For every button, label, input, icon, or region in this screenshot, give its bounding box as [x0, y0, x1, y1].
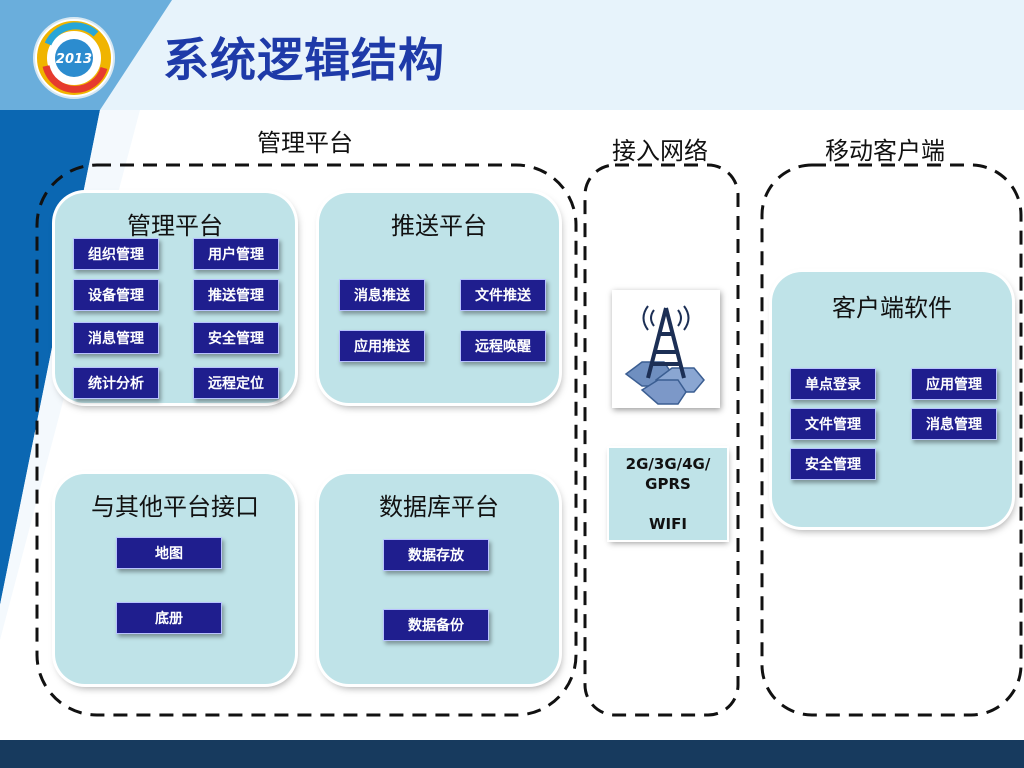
module-org-management: 组织管理	[73, 238, 159, 270]
module-statistics: 统计分析	[73, 367, 159, 399]
module-client-security-management: 安全管理	[790, 448, 876, 480]
module-map: 地图	[116, 537, 222, 569]
module-remote-location: 远程定位	[193, 367, 279, 399]
panel-database: 数据库平台 数据存放 数据备份	[319, 474, 559, 684]
panel-client-software: 客户端软件 单点登录 应用管理 文件管理 消息管理 安全管理	[772, 272, 1012, 527]
module-user-management: 用户管理	[193, 238, 279, 270]
module-message-push: 消息推送	[339, 279, 425, 311]
panel-title-push: 推送平台	[391, 212, 487, 240]
footer-bar	[0, 740, 1024, 768]
panel-management: 管理平台 组织管理 用户管理 设备管理 推送管理 消息管理 安全管理 统计分析 …	[55, 193, 295, 403]
module-single-sign-on: 单点登录	[790, 368, 876, 400]
module-client-message-management: 消息管理	[911, 408, 997, 440]
module-message-management: 消息管理	[73, 322, 159, 354]
module-remote-wake: 远程唤醒	[460, 330, 546, 362]
panel-title-client: 客户端软件	[832, 294, 952, 322]
header-band	[0, 0, 1024, 110]
network-line-mobile: 2G/3G/4G/	[625, 455, 711, 473]
logo-2013-icon: 2013	[33, 17, 115, 99]
module-device-management: 设备管理	[73, 279, 159, 311]
panel-title-interface: 与其他平台接口	[91, 493, 259, 521]
network-line-wifi: WIFI	[649, 515, 687, 533]
module-push-management: 推送管理	[193, 279, 279, 311]
module-file-management: 文件管理	[790, 408, 876, 440]
panel-push: 推送平台 消息推送 文件推送 应用推送 远程唤醒	[319, 193, 559, 403]
module-data-storage: 数据存放	[383, 539, 489, 571]
panel-title-management: 管理平台	[127, 212, 223, 240]
network-line-gprs: GPRS	[645, 475, 691, 493]
module-app-push: 应用推送	[339, 330, 425, 362]
module-file-push: 文件推送	[460, 279, 546, 311]
antenna-tower-icon	[612, 290, 720, 408]
section-label-management: 管理平台	[257, 129, 353, 157]
section-label-mobile: 移动客户端	[825, 137, 945, 165]
page-title: 系统逻辑结构	[163, 33, 445, 87]
panel-interface: 与其他平台接口 地图 底册	[55, 474, 295, 684]
section-label-network: 接入网络	[612, 137, 708, 165]
module-app-management: 应用管理	[911, 368, 997, 400]
network-card: 2G/3G/4G/ GPRS WIFI	[609, 448, 727, 540]
module-data-backup: 数据备份	[383, 609, 489, 641]
module-security-management: 安全管理	[193, 322, 279, 354]
panel-title-database: 数据库平台	[379, 493, 499, 521]
logo-text: 2013	[56, 52, 92, 67]
module-register: 底册	[116, 602, 222, 634]
